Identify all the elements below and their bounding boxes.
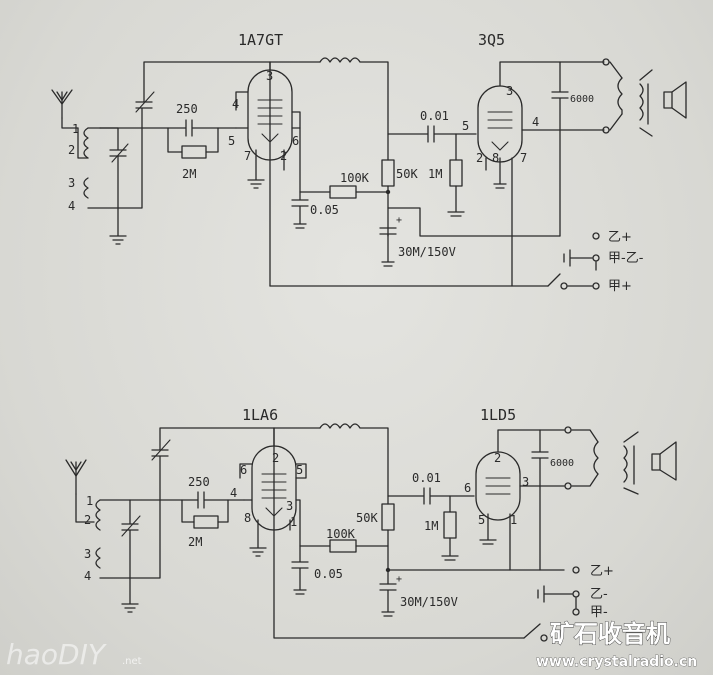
watermark-left: haoDIY .net bbox=[6, 638, 142, 671]
t2-pin-7: 7 bbox=[520, 151, 527, 165]
t4-pin-3: 3 bbox=[522, 475, 529, 489]
spk-cap2-label: 6000 bbox=[550, 458, 574, 469]
drop-res2-label: 100K bbox=[326, 527, 356, 541]
pin-7: 7 bbox=[244, 149, 251, 163]
t3-pin-5: 5 bbox=[296, 463, 303, 477]
antenna-icon bbox=[51, 89, 79, 129]
t3-pin-3: 3 bbox=[286, 499, 293, 513]
t2-pin-3: 3 bbox=[506, 84, 513, 98]
tube-1-name: 1A7GT bbox=[238, 31, 283, 49]
coil2-tap-3: 3 bbox=[84, 547, 91, 561]
grid-cap-label: 250 bbox=[176, 102, 198, 116]
load-resistor-label: 50K bbox=[396, 167, 418, 181]
bypass-cap2-label: 0.05 bbox=[314, 567, 343, 581]
t3-pin-4: 4 bbox=[230, 486, 237, 500]
tube-4-name: 1LD5 bbox=[480, 406, 516, 424]
plus-sign: + bbox=[396, 215, 402, 226]
t2-pin-5: 5 bbox=[462, 119, 469, 133]
watermark-right: 矿石收音机 www.crystalradio.cn bbox=[536, 620, 698, 671]
t2-pin-4: 4 bbox=[532, 115, 539, 129]
term-b-plus: 乙+ bbox=[608, 230, 632, 245]
t3-pin-6: 6 bbox=[240, 463, 247, 477]
grid-res2-label: 2M bbox=[188, 535, 202, 549]
ground-icon-2 bbox=[121, 577, 139, 613]
filter-cap-label: 30M/150V bbox=[398, 245, 456, 259]
pin-6: 6 bbox=[292, 134, 299, 148]
term2-b-minus: 乙- bbox=[590, 587, 608, 602]
t3-pin-8: 8 bbox=[244, 511, 251, 525]
plus-sign-2: + bbox=[396, 574, 402, 585]
watermark-left-suffix: .net bbox=[122, 656, 142, 667]
coil-tap-3: 3 bbox=[68, 176, 75, 190]
speaker-cap-label: 6000 bbox=[570, 94, 594, 105]
tube-4-icon bbox=[475, 451, 521, 521]
coil-tap-2: 2 bbox=[68, 143, 75, 157]
watermark-right-url: www.crystalradio.cn bbox=[536, 654, 697, 670]
coil-tap-4: 4 bbox=[68, 199, 75, 213]
antenna-icon-2 bbox=[65, 459, 95, 523]
circuit-2: 1 2 3 4 250 2M 1LA6 2 6 5 4 8 3 1 bbox=[65, 406, 677, 642]
filter-cap2-label: 30M/150V bbox=[400, 595, 458, 609]
coupling-cap2-label: 0.01 bbox=[412, 471, 441, 485]
t4-pin-1: 1 bbox=[510, 513, 517, 527]
drop-resistor-label: 100K bbox=[340, 171, 370, 185]
t2-pin-8: 8 bbox=[492, 151, 499, 165]
coupling-cap-label: 0.01 bbox=[420, 109, 449, 123]
leak-res2-label: 1M bbox=[424, 519, 438, 533]
coil2-tap-1: 1 bbox=[86, 494, 93, 508]
load-res2-label: 50K bbox=[356, 511, 378, 525]
speaker-icon-2 bbox=[623, 431, 677, 495]
tube-2-name: 3Q5 bbox=[478, 31, 505, 49]
grid-cap2-label: 250 bbox=[188, 475, 210, 489]
watermark-right-cn: 矿石收音机 bbox=[550, 620, 670, 648]
coil2-tap-2: 2 bbox=[84, 513, 91, 527]
ground-icon bbox=[109, 207, 127, 245]
t2-pin-2: 2 bbox=[476, 151, 483, 165]
pin-5: 5 bbox=[228, 134, 235, 148]
circuit-1: 1 2 3 4 250 2M 1A7GT 3 4 5 6 7 2 bbox=[51, 31, 687, 294]
coil2-tap-4: 4 bbox=[84, 569, 91, 583]
bypass-cap-label: 0.05 bbox=[310, 203, 339, 217]
term-a-plus: 甲+ bbox=[608, 279, 632, 294]
t3-pin-2: 2 bbox=[272, 451, 279, 465]
leak-resistor-label: 1M bbox=[428, 167, 442, 181]
t3-pin-1: 1 bbox=[290, 515, 297, 529]
tube-2-icon bbox=[477, 85, 523, 163]
t4-pin-5: 5 bbox=[478, 513, 485, 527]
coil-tap-1: 1 bbox=[72, 122, 79, 136]
speaker-icon bbox=[639, 69, 687, 137]
t4-pin-2: 2 bbox=[494, 451, 501, 465]
term2-b-plus: 乙+ bbox=[590, 564, 614, 579]
watermark-left-logo: haoDIY bbox=[6, 638, 107, 671]
term2-a-minus: 甲- bbox=[590, 605, 608, 620]
tube-3-name: 1LA6 bbox=[242, 406, 278, 424]
term-ab-minus: 甲-乙- bbox=[608, 251, 644, 266]
t4-pin-6: 6 bbox=[464, 481, 471, 495]
antenna-coil bbox=[77, 127, 119, 209]
grid-resistor-label: 2M bbox=[182, 167, 196, 181]
